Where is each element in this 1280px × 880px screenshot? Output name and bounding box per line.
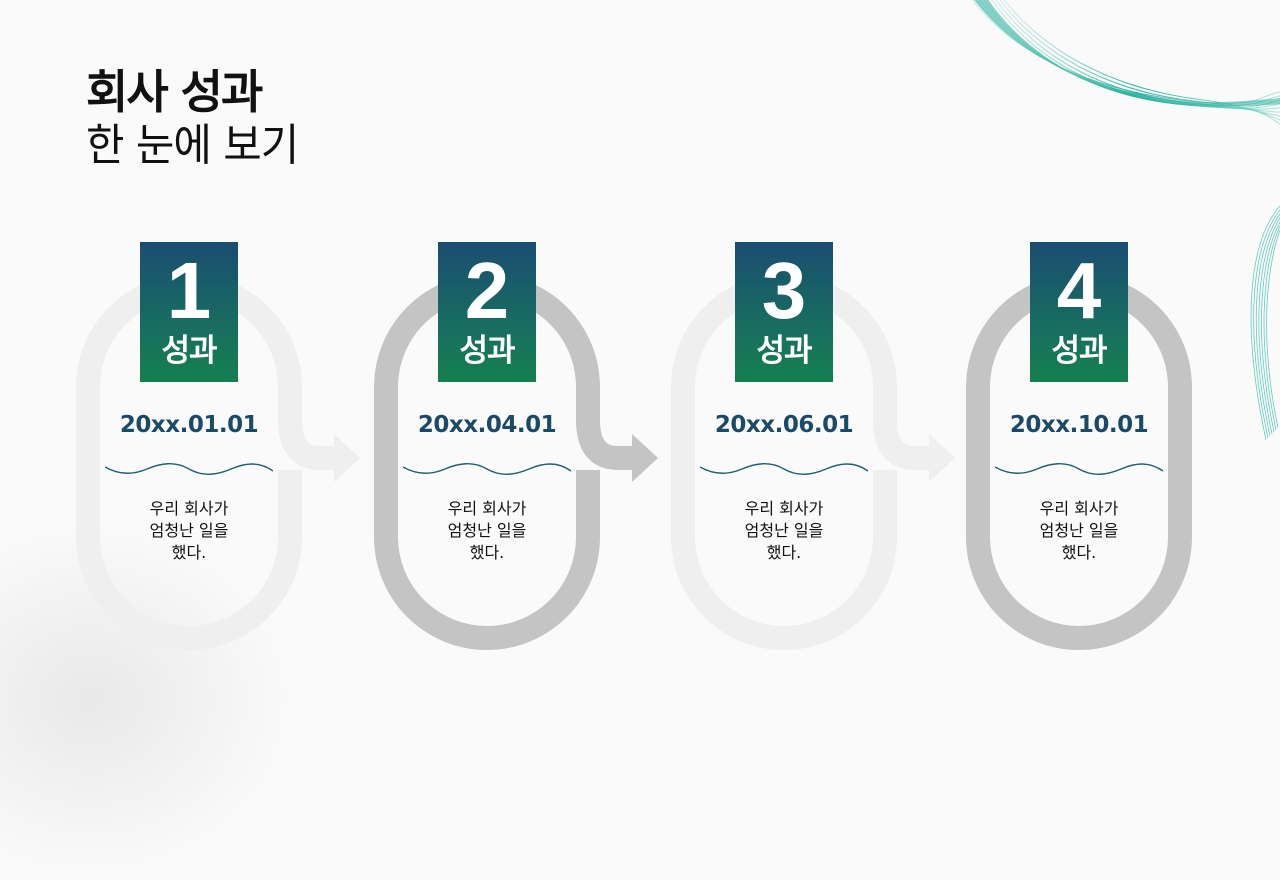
title-block: 회사 성과 한 눈에 보기 bbox=[86, 64, 309, 172]
ribbon-decoration-top bbox=[971, 0, 1280, 125]
description-line: 했다. bbox=[766, 543, 802, 562]
loop-outline bbox=[76, 274, 360, 650]
arrow-right-icon bbox=[632, 434, 658, 482]
description-line: 엄청난 일을 bbox=[149, 521, 229, 540]
description-line: 우리 회사가 bbox=[447, 499, 527, 518]
description-line: 엄청난 일을 bbox=[1039, 521, 1119, 540]
description-line: 우리 회사가 bbox=[744, 499, 824, 518]
step-label: 성과 bbox=[459, 333, 515, 369]
step-badge: 4 성과 bbox=[1030, 242, 1128, 382]
arrow-right-icon bbox=[929, 434, 955, 482]
wavy-line-icon bbox=[995, 463, 1163, 475]
step-date: 20xx.10.01 bbox=[1009, 412, 1149, 438]
loop-outline bbox=[671, 274, 955, 650]
step-number: 1 bbox=[166, 246, 212, 335]
description-line: 했다. bbox=[1061, 543, 1097, 562]
step-number: 3 bbox=[761, 246, 807, 335]
step-badge: 3 성과 bbox=[735, 242, 833, 382]
description-line: 엄청난 일을 bbox=[744, 521, 824, 540]
page-subtitle: 한 눈에 보기 bbox=[86, 120, 299, 171]
arrow-right-icon bbox=[334, 434, 360, 482]
loop-outline bbox=[966, 274, 1192, 650]
step-date: 20xx.06.01 bbox=[714, 412, 854, 438]
step-badge: 1 성과 bbox=[140, 242, 238, 382]
step-number: 2 bbox=[464, 246, 510, 335]
step-label: 성과 bbox=[1051, 333, 1107, 369]
step-label: 성과 bbox=[756, 333, 812, 369]
page-title: 회사 성과 bbox=[86, 65, 263, 119]
step-label: 성과 bbox=[161, 333, 217, 369]
description-line: 우리 회사가 bbox=[1039, 499, 1119, 518]
step-date: 20xx.04.01 bbox=[417, 412, 557, 438]
description-line: 우리 회사가 bbox=[149, 499, 229, 518]
wavy-line-icon bbox=[105, 463, 273, 475]
step-badge: 2 성과 bbox=[438, 242, 536, 382]
wavy-line-icon bbox=[700, 463, 868, 475]
wavy-line-icon bbox=[403, 463, 571, 475]
description-line: 했다. bbox=[171, 543, 207, 562]
description-line: 했다. bbox=[469, 543, 505, 562]
step-number: 4 bbox=[1056, 246, 1102, 335]
description-line: 엄청난 일을 bbox=[447, 521, 527, 540]
step-date: 20xx.01.01 bbox=[119, 412, 259, 438]
loop-outline bbox=[374, 274, 658, 650]
